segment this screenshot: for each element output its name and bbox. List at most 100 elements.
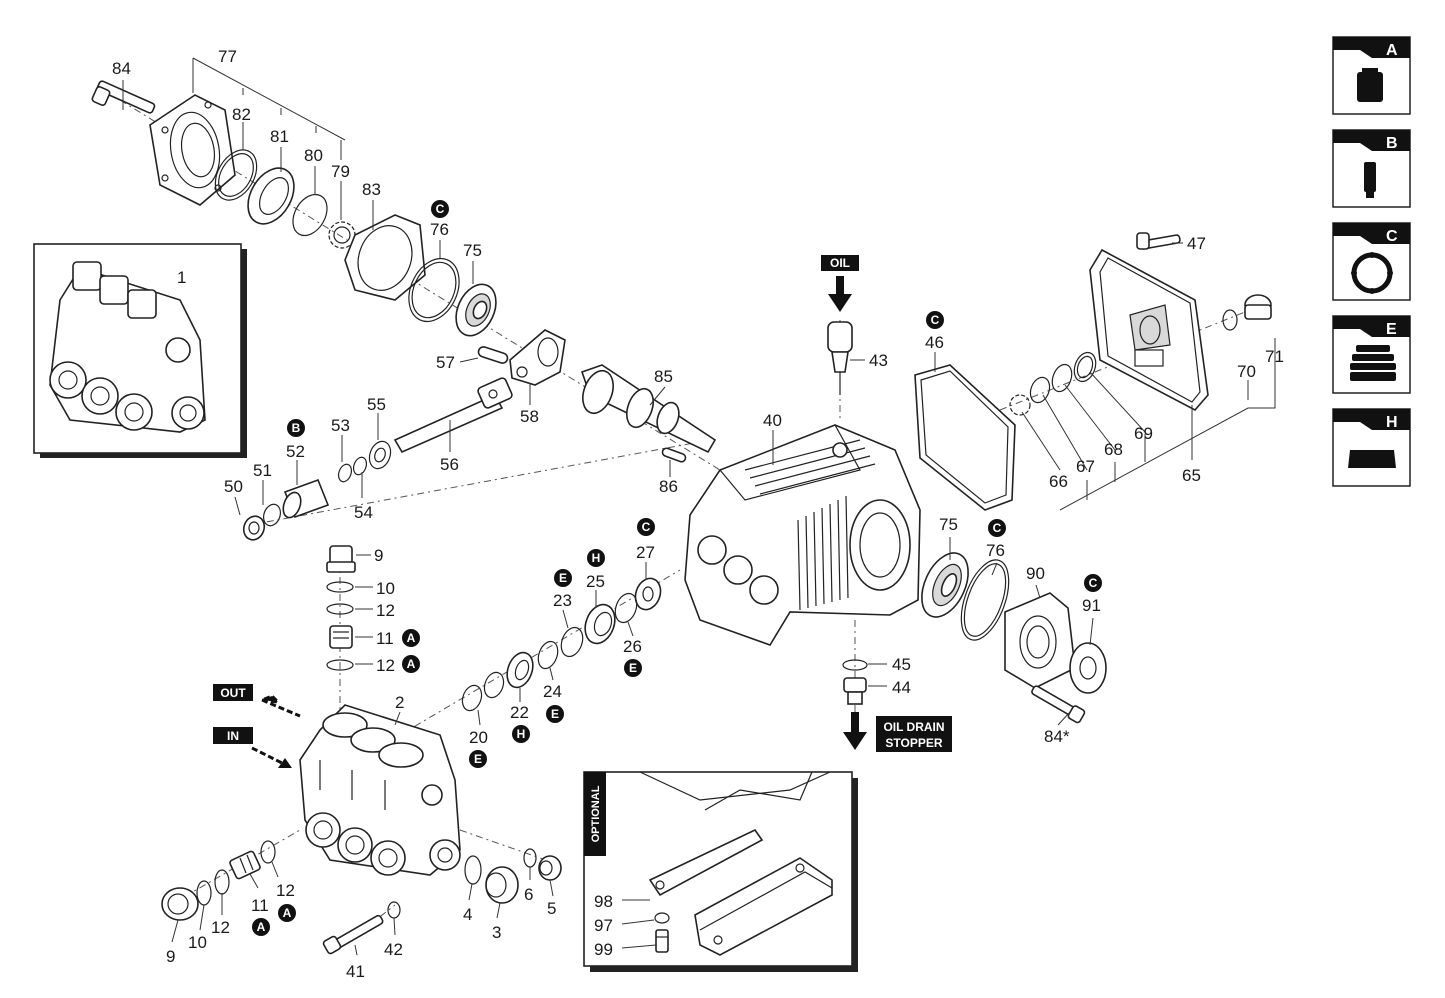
label-84-star: 84*	[1044, 727, 1070, 746]
plunger-sleeve-52	[282, 478, 330, 519]
oring-4	[464, 855, 482, 885]
badge-26: E	[624, 659, 642, 677]
screw-47	[1136, 232, 1181, 250]
label-42: 42	[384, 940, 403, 959]
svg-text:OIL: OIL	[830, 256, 850, 270]
oring-76-top	[408, 257, 460, 323]
circlip-66	[1009, 394, 1031, 416]
valve-11-bottom	[229, 850, 261, 880]
plug-71	[1244, 294, 1272, 320]
label-76-right: 76	[986, 541, 1005, 560]
conrod-58	[509, 329, 566, 386]
svg-text:H: H	[517, 727, 526, 741]
label-82: 82	[232, 105, 251, 124]
pin-57	[477, 346, 509, 364]
label-4: 4	[463, 905, 472, 924]
label-22: 22	[510, 703, 529, 722]
label-58: 58	[520, 407, 539, 426]
label-75-right: 75	[939, 515, 958, 534]
label-12-bottom-left: 12	[211, 918, 230, 937]
label-1: 1	[177, 268, 186, 287]
label-9-bottom: 9	[166, 947, 175, 966]
svg-text:STOPPER: STOPPER	[885, 736, 942, 750]
seal-81	[247, 167, 295, 225]
ring-67	[1029, 376, 1051, 404]
valve-plug-9-top	[326, 545, 356, 573]
plug-3	[485, 866, 519, 904]
ring-53	[337, 463, 353, 483]
badge-46: C	[926, 311, 944, 329]
bearing-75-right	[921, 552, 969, 618]
label-70: 70	[1237, 362, 1256, 381]
oil-drain-flag: OIL DRAIN STOPPER	[843, 712, 952, 752]
bolt-84	[91, 80, 156, 114]
plug-5	[538, 855, 562, 881]
flange-90	[1004, 592, 1076, 689]
label-76-top: 76	[430, 220, 449, 239]
badge-25: H	[587, 549, 605, 567]
ring-23	[560, 626, 584, 658]
svg-text:E: E	[629, 661, 637, 675]
label-81: 81	[270, 127, 289, 146]
label-25: 25	[586, 572, 605, 591]
legend-kit-c: C	[1332, 222, 1411, 301]
svg-text:E: E	[551, 707, 559, 721]
label-80: 80	[304, 146, 323, 165]
seal-25	[584, 603, 616, 645]
bracket-98-second	[694, 857, 833, 956]
ring-12-bottom-right	[260, 840, 276, 864]
badge-23: E	[554, 569, 572, 587]
badge-22: H	[512, 725, 530, 743]
bearing-75-top	[455, 283, 497, 337]
label-77: 77	[218, 47, 237, 66]
label-41: 41	[346, 962, 365, 981]
leader-lines	[122, 57, 1276, 956]
svg-text:OUT: OUT	[220, 686, 246, 700]
label-55: 55	[367, 395, 386, 414]
label-99: 99	[594, 940, 613, 959]
oring-26	[614, 592, 638, 624]
washer-42	[387, 901, 401, 919]
label-51: 51	[253, 461, 272, 480]
optional-label: OPTIONAL	[590, 785, 602, 842]
label-83: 83	[362, 180, 381, 199]
oring-10-top	[326, 581, 354, 593]
badge-11-top: A	[402, 629, 420, 647]
svg-text:C: C	[436, 202, 445, 216]
label-69: 69	[1134, 424, 1153, 443]
label-84: 84	[112, 59, 131, 78]
svg-text:E: E	[1386, 321, 1397, 338]
ring-12-mid	[326, 659, 354, 671]
oil-flag: OIL	[821, 255, 859, 312]
nut-50	[242, 515, 266, 541]
gasket-83	[344, 214, 426, 301]
label-2: 2	[395, 693, 404, 712]
washer-70	[1222, 309, 1238, 331]
kit-badges: C B C C H E A A E E H E C C A A	[252, 200, 1102, 936]
badge-12-mid: A	[402, 655, 420, 673]
label-52: 52	[286, 442, 305, 461]
legend-kit-e: E	[1332, 315, 1411, 394]
oring-6	[523, 848, 537, 868]
label-79: 79	[331, 162, 350, 181]
label-75-top: 75	[463, 241, 482, 260]
oring-82	[214, 149, 258, 201]
label-98: 98	[594, 892, 613, 911]
badge-12-bottom: A	[278, 904, 296, 922]
label-47: 47	[1187, 234, 1206, 253]
svg-text:C: C	[993, 521, 1002, 535]
badge-76-top: C	[431, 200, 449, 218]
label-24: 24	[543, 682, 562, 701]
label-66: 66	[1049, 472, 1068, 491]
screw-99	[655, 929, 669, 953]
flange-77	[149, 94, 236, 206]
oring-54	[352, 456, 368, 476]
label-12-bottom-right: 12	[276, 881, 295, 900]
gasket-46	[914, 364, 1016, 511]
label-26: 26	[623, 637, 642, 656]
label-45: 45	[892, 655, 911, 674]
label-97: 97	[594, 916, 613, 935]
label-3: 3	[492, 923, 501, 942]
label-54: 54	[354, 503, 373, 522]
badge-24: E	[546, 705, 564, 723]
